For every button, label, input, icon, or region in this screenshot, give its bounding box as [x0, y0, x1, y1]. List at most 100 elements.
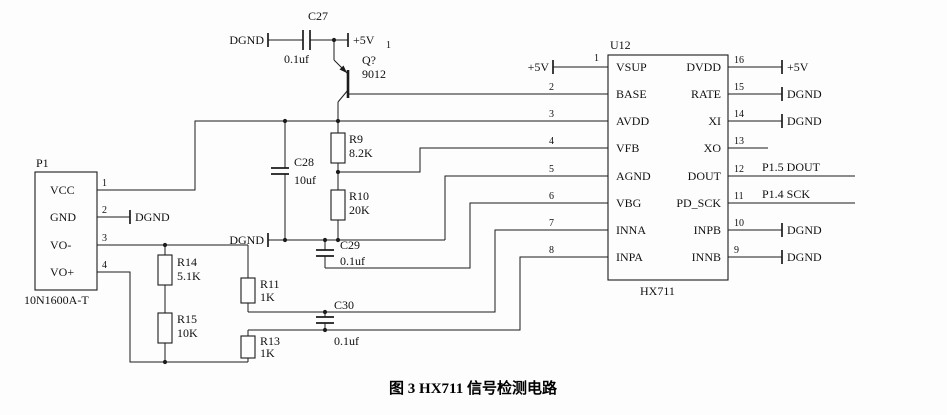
- dgnd-net-label: DGND: [787, 223, 822, 237]
- c30-ref-label: C30: [334, 298, 354, 312]
- pin-number-right: 10: [734, 218, 744, 229]
- r15-ref-label: R15: [177, 312, 197, 326]
- p1-pin-gnd-label: GND: [50, 210, 76, 224]
- resistor-r15-body: [157, 312, 173, 344]
- pin-number-left: 5: [549, 164, 554, 175]
- wire-avdd: [97, 120, 608, 191]
- c29-value-label: 0.1uf: [340, 254, 365, 268]
- p1-pin-number: 3: [102, 233, 107, 244]
- p1-ref-label: P1: [36, 156, 49, 170]
- resistor-r10-body: [330, 189, 346, 221]
- figure-caption: 图 3 HX711 信号检测电路: [389, 379, 558, 397]
- resistor-r13-body: [240, 335, 256, 359]
- vcc-net-label: +5V: [787, 60, 809, 74]
- pin-number-right: 11: [734, 191, 744, 202]
- junction-dot: [335, 169, 341, 175]
- pin-number-right: 9: [734, 245, 739, 256]
- dgnd-net-label: DGND: [229, 33, 264, 47]
- r14-value-label: 5.1K: [177, 269, 201, 283]
- c27-value-label: 0.1uf: [284, 52, 309, 66]
- transistor-value-label: 9012: [362, 67, 386, 81]
- resistor-r9-body: [330, 132, 346, 164]
- u12-ref-label: U12: [610, 38, 631, 52]
- r9-value-label: 8.2K: [349, 146, 373, 160]
- junction-dot: [162, 359, 168, 365]
- transistor-collector: [337, 89, 349, 103]
- wire-agnd: [444, 175, 608, 240]
- p1-pin-number: 4: [102, 260, 107, 271]
- vcc-net-label: +5V: [528, 60, 550, 74]
- wire-inna: [248, 229, 608, 313]
- dgnd-net-label: DGND: [135, 210, 170, 224]
- pin-name-avdd: AVDD: [616, 114, 649, 128]
- pin-number-left: 6: [549, 191, 554, 202]
- wire-vfb: [338, 147, 608, 173]
- junction-dot: [282, 237, 288, 243]
- pin-name-xo: XO: [704, 141, 722, 155]
- sck-net-label: P1.4 SCK: [762, 187, 810, 201]
- pin-name-vfb: VFB: [616, 141, 639, 155]
- p1-pin-number: 2: [102, 205, 107, 216]
- dgnd-net-label: DGND: [229, 233, 264, 247]
- wire-vbg: [325, 202, 608, 269]
- pin-name-xi: XI: [708, 114, 721, 128]
- pin-name-agnd: AGND: [616, 169, 651, 183]
- p1-pin-number: 1: [102, 178, 107, 189]
- pin-number-left: 2: [549, 82, 554, 93]
- p1-pin-vominus-label: VO-: [50, 238, 71, 252]
- pin-number-right: 16: [734, 55, 744, 66]
- r14-ref-label: R14: [177, 255, 197, 269]
- pin-name-inna: INNA: [616, 223, 646, 237]
- vcc-net-label: +5V: [353, 33, 375, 47]
- pin-name-innb: INNB: [692, 250, 721, 264]
- pin-number-right: 12: [734, 164, 744, 175]
- emitter-arrow-icon: [339, 65, 347, 73]
- dgnd-net-label: DGND: [787, 250, 822, 264]
- c28-value-label: 10uf: [294, 173, 316, 187]
- p1-pin-voplus-label: VO+: [50, 265, 74, 279]
- dgnd-net-label: DGND: [787, 114, 822, 128]
- r10-ref-label: R10: [349, 189, 369, 203]
- c28-ref-label: C28: [294, 155, 314, 169]
- r13-value-label: 1K: [260, 346, 275, 360]
- r15-value-label: 10K: [177, 326, 198, 340]
- u12-part-label: HX711: [640, 284, 675, 298]
- pin-name-dout: DOUT: [688, 169, 722, 183]
- pin-name-vsup: VSUP: [616, 60, 647, 74]
- r11-value-label: 1K: [260, 290, 275, 304]
- pin-number-left: 8: [549, 245, 554, 256]
- pin-name-dvdd: DVDD: [686, 60, 721, 74]
- transistor-pin-number: 1: [386, 40, 391, 51]
- r11-ref-label: R11: [260, 277, 280, 291]
- r13-ref-label: R13: [260, 334, 280, 348]
- r10-value-label: 20K: [349, 203, 370, 217]
- pin-name-inpa: INPA: [616, 250, 643, 264]
- connector-p1-body: [34, 171, 98, 291]
- resistor-r14-body: [157, 254, 173, 286]
- pin-number-left: 7: [549, 218, 554, 229]
- pin-number-left: 1: [594, 53, 599, 64]
- junction-dot: [335, 118, 341, 124]
- c27-ref-label: C27: [308, 9, 328, 23]
- r9-ref-label: R9: [349, 132, 363, 146]
- dout-net-label: P1.5 DOUT: [762, 160, 821, 174]
- pin-name-vbg: VBG: [616, 196, 642, 210]
- pin-name-pdsck: PD_SCK: [676, 196, 721, 210]
- wire-inpa: [248, 256, 608, 331]
- pin-number-left: 3: [549, 109, 554, 120]
- junction-dot: [335, 237, 341, 243]
- pin-name-base: BASE: [616, 87, 647, 101]
- p1-pin-vcc-label: VCC: [50, 183, 75, 197]
- c30-value-label: 0.1uf: [334, 334, 359, 348]
- pin-name-rate: RATE: [691, 87, 721, 101]
- resistor-r11-body: [240, 277, 256, 304]
- pin-number-right: 14: [734, 109, 744, 120]
- p1-part-label: 10N1600A-T: [24, 293, 89, 307]
- pin-name-inpb: INPB: [694, 223, 721, 237]
- transistor-ref-label: Q?: [362, 53, 376, 67]
- dgnd-net-label: DGND: [787, 87, 822, 101]
- pin-number-right: 13: [734, 136, 744, 147]
- wire-vo-plus: [97, 271, 248, 363]
